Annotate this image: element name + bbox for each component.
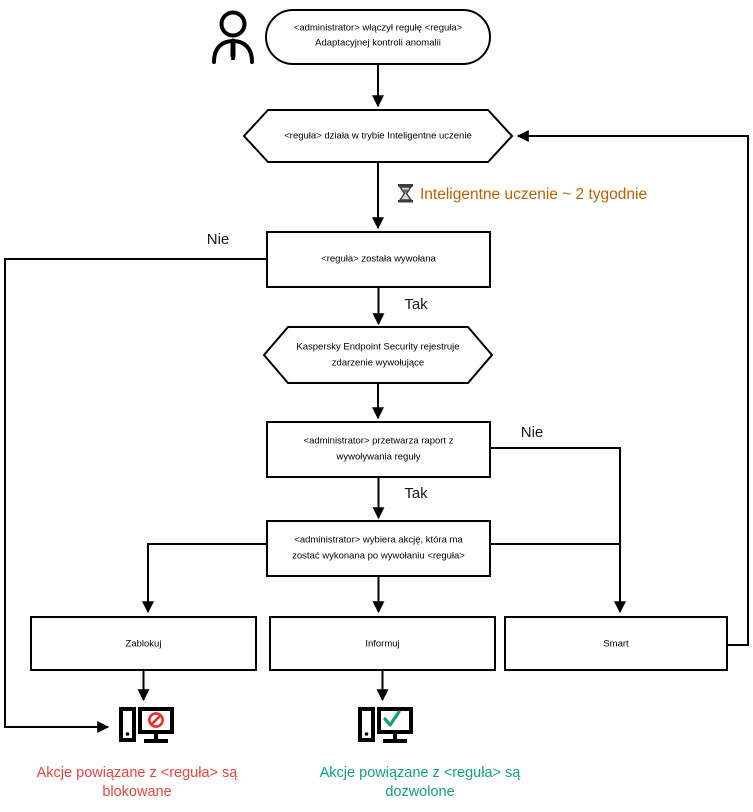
- computer-allowed-icon: [358, 707, 413, 743]
- edge-action-to-block: [142, 543, 267, 614]
- node-action-line1: <administrator> wybiera akcję, która ma: [294, 535, 463, 546]
- label-triggered-no: Nie: [207, 231, 230, 248]
- label-report-yes: Tak: [404, 485, 428, 502]
- edge-smart-back-to-smartmode: [516, 130, 749, 646]
- node-report-line1: <administrator> przetwarza raport z: [304, 436, 454, 447]
- edge-report-no-to-smart: [490, 447, 626, 614]
- node-smart[interactable]: Smart: [504, 616, 728, 671]
- node-start-line2: Adaptacyjnej kontroli anomalii: [315, 38, 441, 49]
- outcome-allowed-line1: Akcje powiązane z <reguła> są: [320, 765, 522, 781]
- outcome-allowed-line2: dozwolone: [385, 784, 454, 800]
- node-inform[interactable]: Informuj: [269, 616, 496, 671]
- label-report-no: Nie: [521, 424, 544, 441]
- label-learning-timer: Inteligentne uczenie ~ 2 tygodnie: [420, 186, 647, 203]
- node-block[interactable]: Zablokuj: [30, 616, 257, 671]
- node-triggered[interactable]: <reguła> została wywołana: [266, 231, 491, 288]
- edge-triggered-no-loop: [4, 258, 267, 733]
- node-kes-line1: Kaspersky Endpoint Security rejestruje: [296, 342, 459, 353]
- actor-icon: [212, 10, 254, 64]
- node-smart-mode-line1: <reguła> działa w trybie Inteligentne uc…: [284, 131, 471, 142]
- node-smart-mode[interactable]: <reguła> działa w trybie Inteligentne uc…: [242, 109, 514, 163]
- hourglass-icon: [398, 184, 413, 203]
- label-triggered-yes: Tak: [404, 296, 428, 313]
- computer-blocked-icon: [119, 707, 174, 743]
- outcome-blocked-line2: blokowane: [102, 784, 171, 800]
- node-block-label: Zablokuj: [126, 639, 162, 650]
- node-start-line1: <administrator> włączył regułę <reguła>: [294, 23, 463, 34]
- outcome-blocked-line1: Akcje powiązane z <reguła> są: [37, 765, 239, 781]
- node-admin-report[interactable]: <administrator> przetwarza raport z wywo…: [266, 421, 491, 478]
- node-triggered-line1: <reguła> została wywołana: [321, 254, 436, 265]
- node-action-line2: zostać wykonana po wywołaniu <reguła>: [292, 551, 465, 562]
- node-inform-label: Informuj: [365, 639, 399, 650]
- node-admin-action[interactable]: <administrator> wybiera akcję, która ma …: [266, 520, 491, 577]
- node-kes-line2: zdarzenie wywołujące: [332, 358, 424, 369]
- node-smart-label: Smart: [603, 639, 629, 650]
- node-start[interactable]: <administrator> włączył regułę <reguła> …: [265, 9, 491, 65]
- node-kes-event[interactable]: Kaspersky Endpoint Security rejestruje z…: [262, 326, 494, 384]
- node-report-line2: wywoływania reguły: [336, 452, 421, 463]
